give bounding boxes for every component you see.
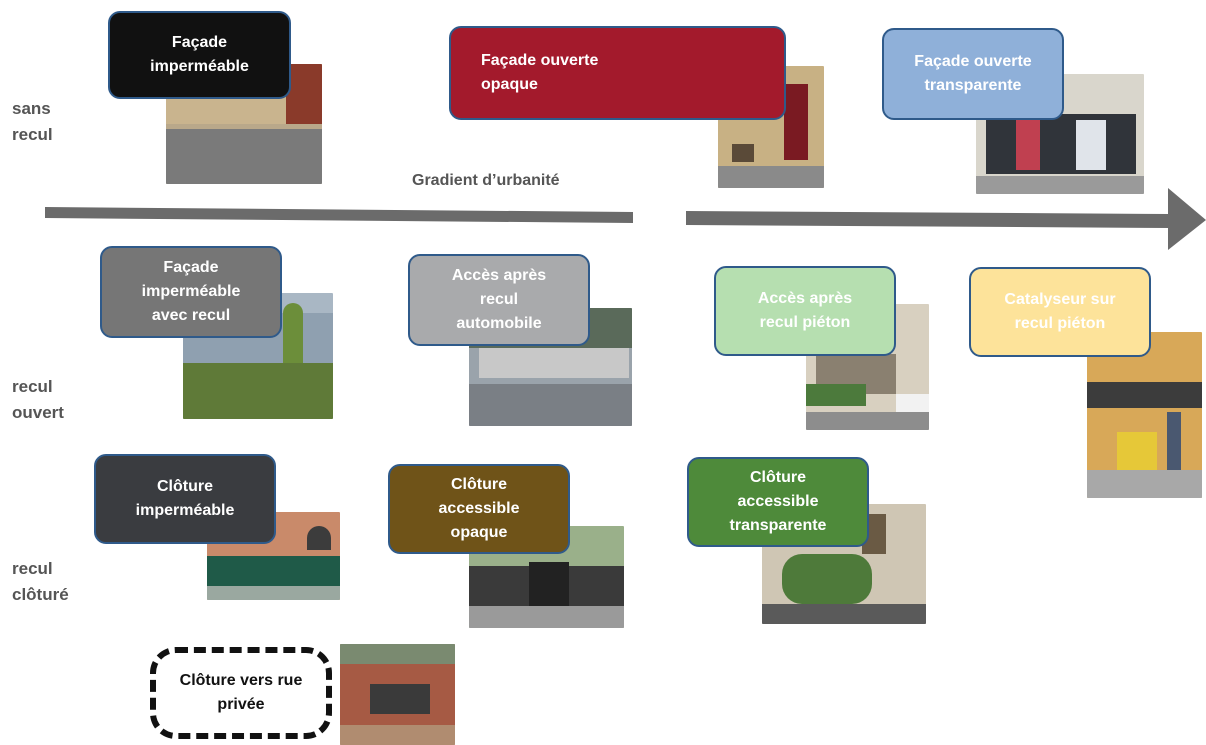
box-cloture-accessible-transparente: Clôture accessible transparente: [687, 457, 869, 547]
box-cloture-rue-privee: Clôture vers rue privée: [150, 647, 332, 739]
row-label-line: recul: [12, 559, 53, 578]
row-label-line: recul: [12, 125, 53, 144]
row-label-line: sans: [12, 99, 51, 118]
row-label-sans-recul: sans recul: [12, 96, 53, 148]
row-label-line: recul: [12, 377, 53, 396]
arrow-shaft-left: [45, 207, 633, 223]
axis-label: Gradient d’urbanité: [412, 172, 560, 189]
box-acces-recul-automobile: Accès après recul automobile: [408, 254, 590, 346]
arrow-head: [1168, 188, 1206, 250]
row-label-recul-cloture: recul clôturé: [12, 556, 69, 608]
row-label-line: clôturé: [12, 585, 69, 604]
box-facade-impermeable: Façade imperméable: [108, 11, 291, 99]
box-facade-ouverte-opaque: Façade ouverte opaque: [449, 26, 786, 120]
row-label-line: ouvert: [12, 403, 64, 422]
box-facade-ouverte-transparente: Façade ouverte transparente: [882, 28, 1064, 120]
box-cloture-accessible-opaque: Clôture accessible opaque: [388, 464, 570, 554]
arrow-shaft-right: [686, 211, 1170, 228]
box-facade-impermeable-recul: Façade imperméable avec recul: [100, 246, 282, 338]
box-acces-recul-pieton: Accès après recul piéton: [714, 266, 896, 356]
box-cloture-impermeable: Clôture imperméable: [94, 454, 276, 544]
photo-facade-ouverte-transparente: [976, 74, 1144, 194]
box-catalyseur-recul-pieton: Catalyseur sur recul piéton: [969, 267, 1151, 357]
photo-cloture-rue-privee: [340, 644, 455, 745]
photo-catalyseur-recul-pieton: [1087, 332, 1202, 498]
row-label-recul-ouvert: recul ouvert: [12, 374, 64, 426]
